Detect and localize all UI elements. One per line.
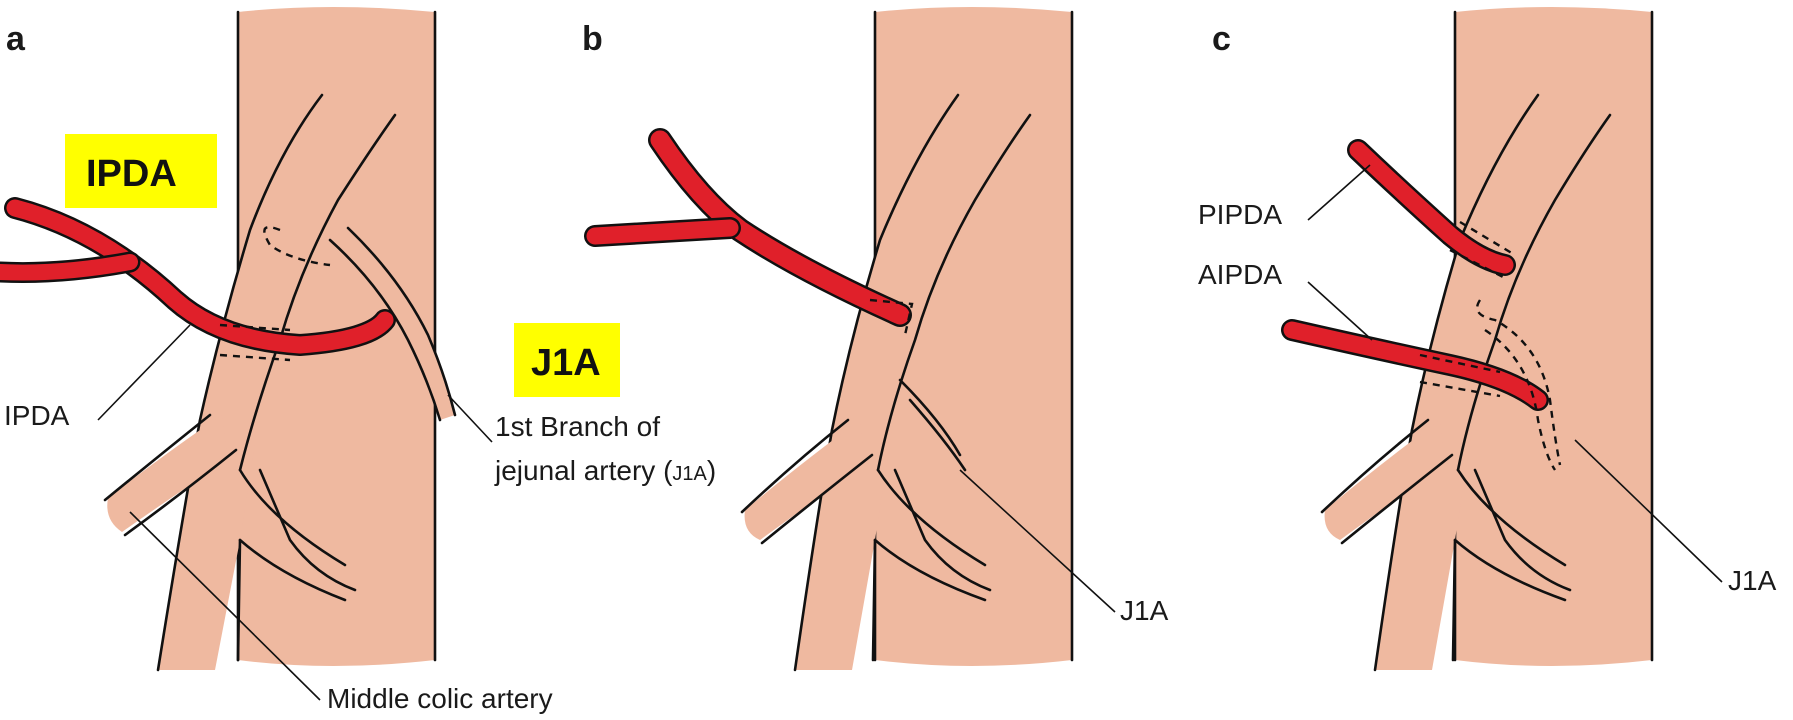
panel-c: c PIPDA AIPDA J1A [1198,7,1777,670]
panel-letter-b: b [582,20,603,58]
label-aipda-c: AIPDA [1198,259,1282,290]
label-j1a-b: J1A [1120,595,1169,626]
leader-branch-a [448,395,492,442]
panel-letter-c: c [1212,20,1231,58]
label-branch-line1-a: 1st Branch of [495,411,660,442]
label-middle-colic-a: Middle colic artery [327,683,553,714]
label-j1a-c: J1A [1728,565,1777,596]
ipda-fork-fill-b [595,228,730,236]
label-ipda-a: IPDA [4,400,70,431]
panel-a: IPDA J1A a IPDA 1st Branch of jejunal ar… [0,7,716,714]
highlight-j1a: J1A [531,342,601,384]
leader-ipda-a [98,325,190,420]
label-branch-line2-a: jejunal artery (J1A) [494,455,716,486]
leader-pipda-c [1308,165,1370,220]
panel-letter-a: a [6,20,26,58]
panel-b: b J1A [582,7,1169,670]
highlight-ipda: IPDA [86,153,177,195]
label-pipda-c: PIPDA [1198,199,1282,230]
